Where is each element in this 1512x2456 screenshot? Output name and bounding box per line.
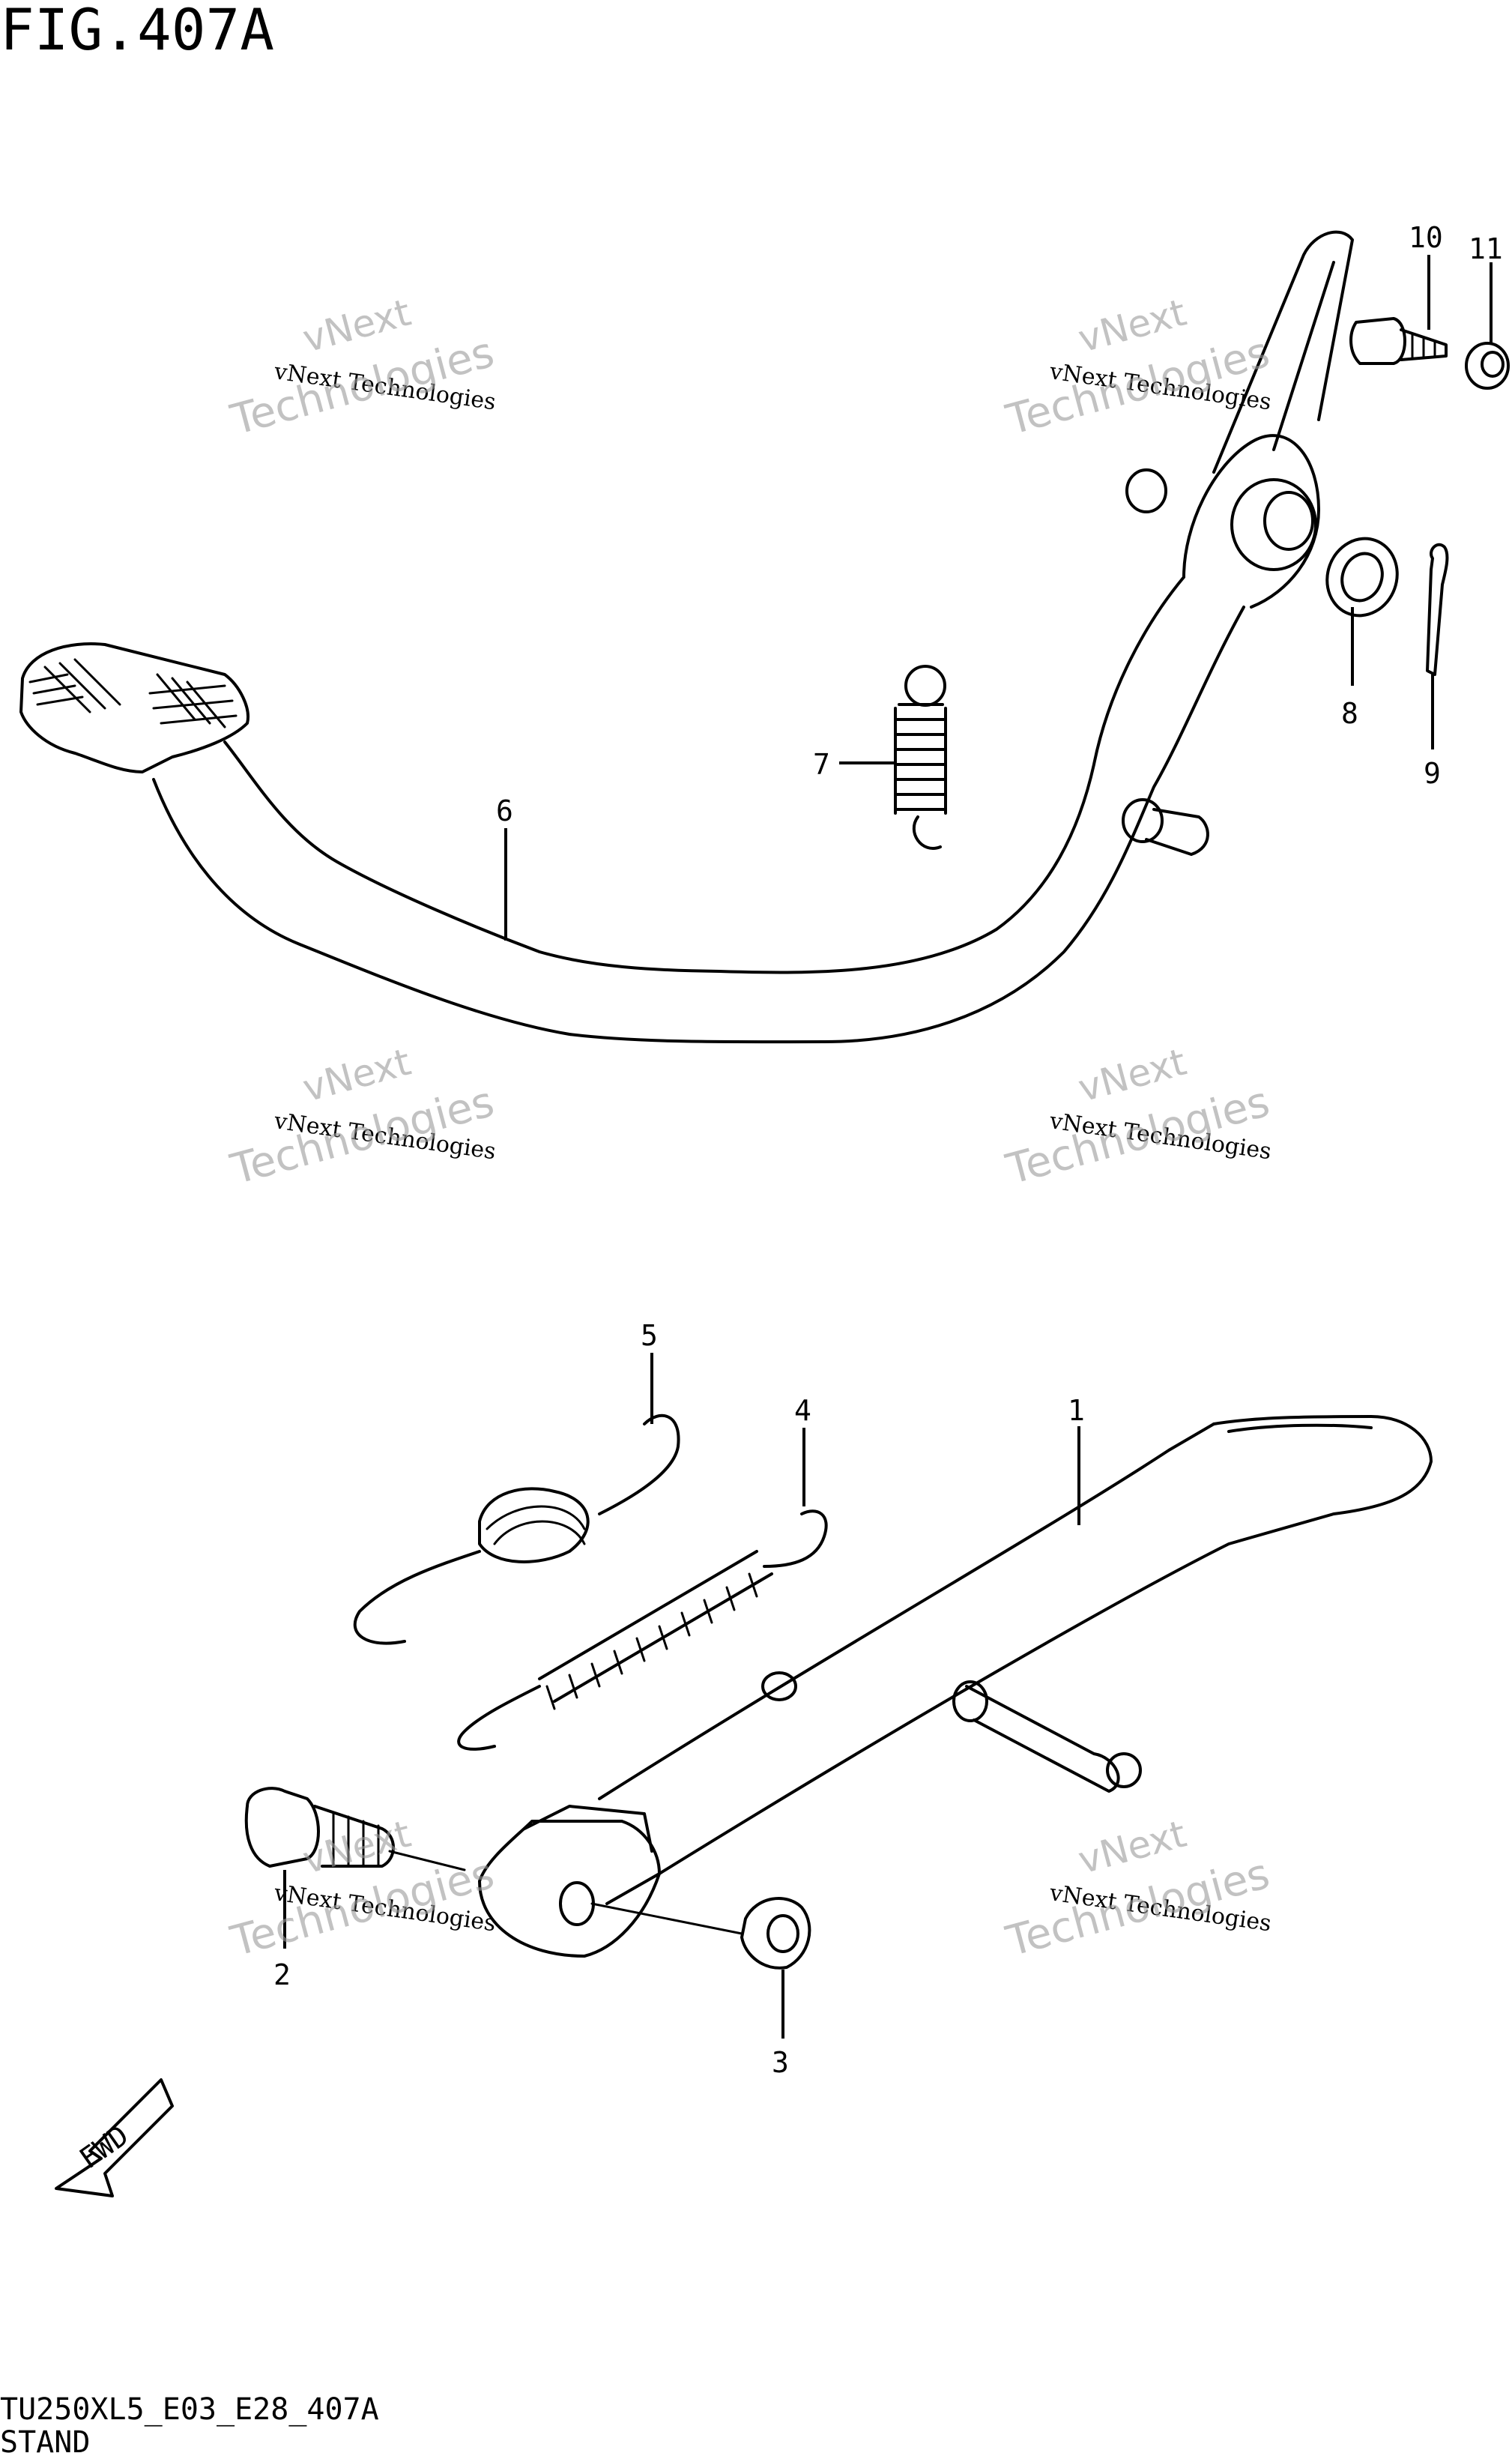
watermark-1: vNext Technologies vNext Technologies <box>226 291 499 445</box>
brake-pedal <box>19 230 1354 1044</box>
callout-5: 5 <box>641 1319 658 1352</box>
callout-4: 4 <box>794 1394 811 1427</box>
callouts: 10 11 8 9 7 6 5 4 1 2 3 <box>273 221 1503 2079</box>
callout-3: 3 <box>772 2046 789 2079</box>
callout-6: 6 <box>496 794 513 827</box>
svg-text:vNext: vNext <box>298 1812 415 1883</box>
callout-1: 1 <box>1068 1394 1085 1427</box>
svg-text:vNext: vNext <box>1074 1812 1191 1883</box>
svg-text:vNext: vNext <box>298 291 415 361</box>
callout-10: 10 <box>1409 221 1443 254</box>
bolt-2 <box>244 1787 466 1871</box>
watermark-6: vNext Technologies vNext Technologies <box>1001 1812 1274 1967</box>
svg-text:vNext: vNext <box>1074 291 1191 361</box>
spring-4 <box>457 1509 828 1751</box>
bolt-10 <box>1349 317 1448 365</box>
fwd-label: FWD <box>73 2119 134 2175</box>
washer-8 <box>1325 537 1399 618</box>
spring-5 <box>353 1413 680 1645</box>
figure-title: FIG.407A <box>0 0 274 63</box>
nut-3 <box>740 1897 811 1970</box>
svg-text:vNext: vNext <box>1074 1040 1191 1111</box>
figure-code: TU250XL5_E03_E28_407A <box>0 2392 379 2427</box>
watermark-3: vNext Technologies vNext Technologies <box>226 1040 499 1195</box>
fwd-arrow-icon: FWD <box>55 2078 174 2197</box>
callout-7: 7 <box>813 748 830 781</box>
cotter-pin-9 <box>1426 543 1449 676</box>
callout-2: 2 <box>273 1958 291 1991</box>
section-title: STAND <box>0 2425 90 2456</box>
callout-8: 8 <box>1341 697 1358 730</box>
side-stand <box>478 1415 1433 1958</box>
callout-11: 11 <box>1469 232 1503 265</box>
watermark-4: vNext Technologies vNext Technologies <box>1001 1040 1274 1195</box>
callout-9: 9 <box>1424 757 1441 790</box>
spring-7 <box>894 665 947 850</box>
watermark-5: vNext Technologies vNext Technologies <box>226 1812 499 1967</box>
svg-text:vNext: vNext <box>298 1040 415 1111</box>
nut-11 <box>1465 342 1510 390</box>
